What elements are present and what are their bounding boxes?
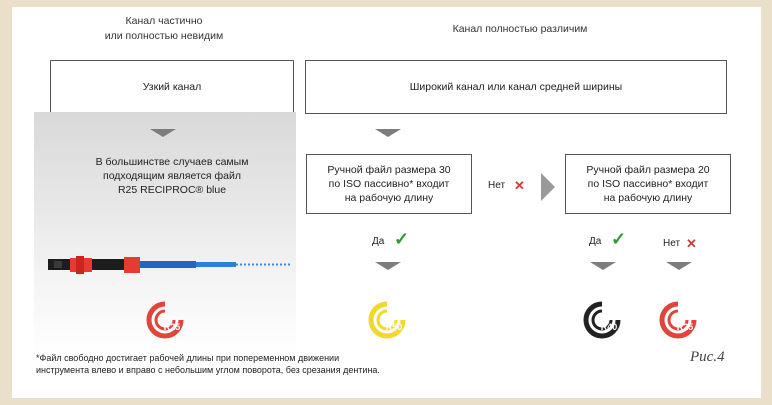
no-label: Нет xyxy=(488,180,506,191)
header-right: Канал полностью различим xyxy=(452,23,588,35)
wide-canal-box: Широкий канал или канал средней ширины xyxy=(305,60,727,114)
footnote: *Файл свободно достигает рабочей длины п… xyxy=(36,353,380,375)
narrow-recommendation: В большинстве случаев самым подходящим я… xyxy=(95,156,249,196)
svg-text:R25: R25 xyxy=(164,322,181,332)
arrow-down-icon xyxy=(150,129,176,137)
arrow-down-icon xyxy=(375,262,401,270)
check-icon: ✓ xyxy=(611,229,627,249)
chevron-right-icon xyxy=(541,173,555,201)
check-icon: ✓ xyxy=(394,229,410,249)
r25-file-icon: R25 xyxy=(659,301,697,339)
svg-text:R50: R50 xyxy=(386,322,403,332)
r50-file-icon: R50 xyxy=(368,301,406,339)
r25-file-icon: R25 xyxy=(146,301,184,339)
cross-icon: ✕ xyxy=(686,236,697,251)
narrow-canal-background xyxy=(34,112,296,356)
cross-icon: ✕ xyxy=(514,178,525,193)
file-size-20-box: Ручной файл размера 20 по ISO пассивно* … xyxy=(565,154,731,214)
arrow-down-icon xyxy=(590,262,616,270)
narrow-canal-box: Узкий канал xyxy=(50,60,294,114)
file-size-30-box: Ручной файл размера 30 по ISO пассивно* … xyxy=(306,154,472,214)
yes-label: Да xyxy=(589,236,602,247)
r40-file-icon: R40 xyxy=(583,301,621,339)
figure-label: Рис.4 xyxy=(690,349,725,365)
header-left: Канал частично или полностью невидим xyxy=(104,15,224,42)
reciproc-file-image xyxy=(48,256,292,274)
arrow-down-icon xyxy=(375,129,401,137)
arrow-down-icon xyxy=(666,262,692,270)
svg-text:R25: R25 xyxy=(677,322,694,332)
yes-label: Да xyxy=(372,236,385,247)
svg-text:R40: R40 xyxy=(601,322,618,332)
no-label: Нет xyxy=(663,238,681,249)
